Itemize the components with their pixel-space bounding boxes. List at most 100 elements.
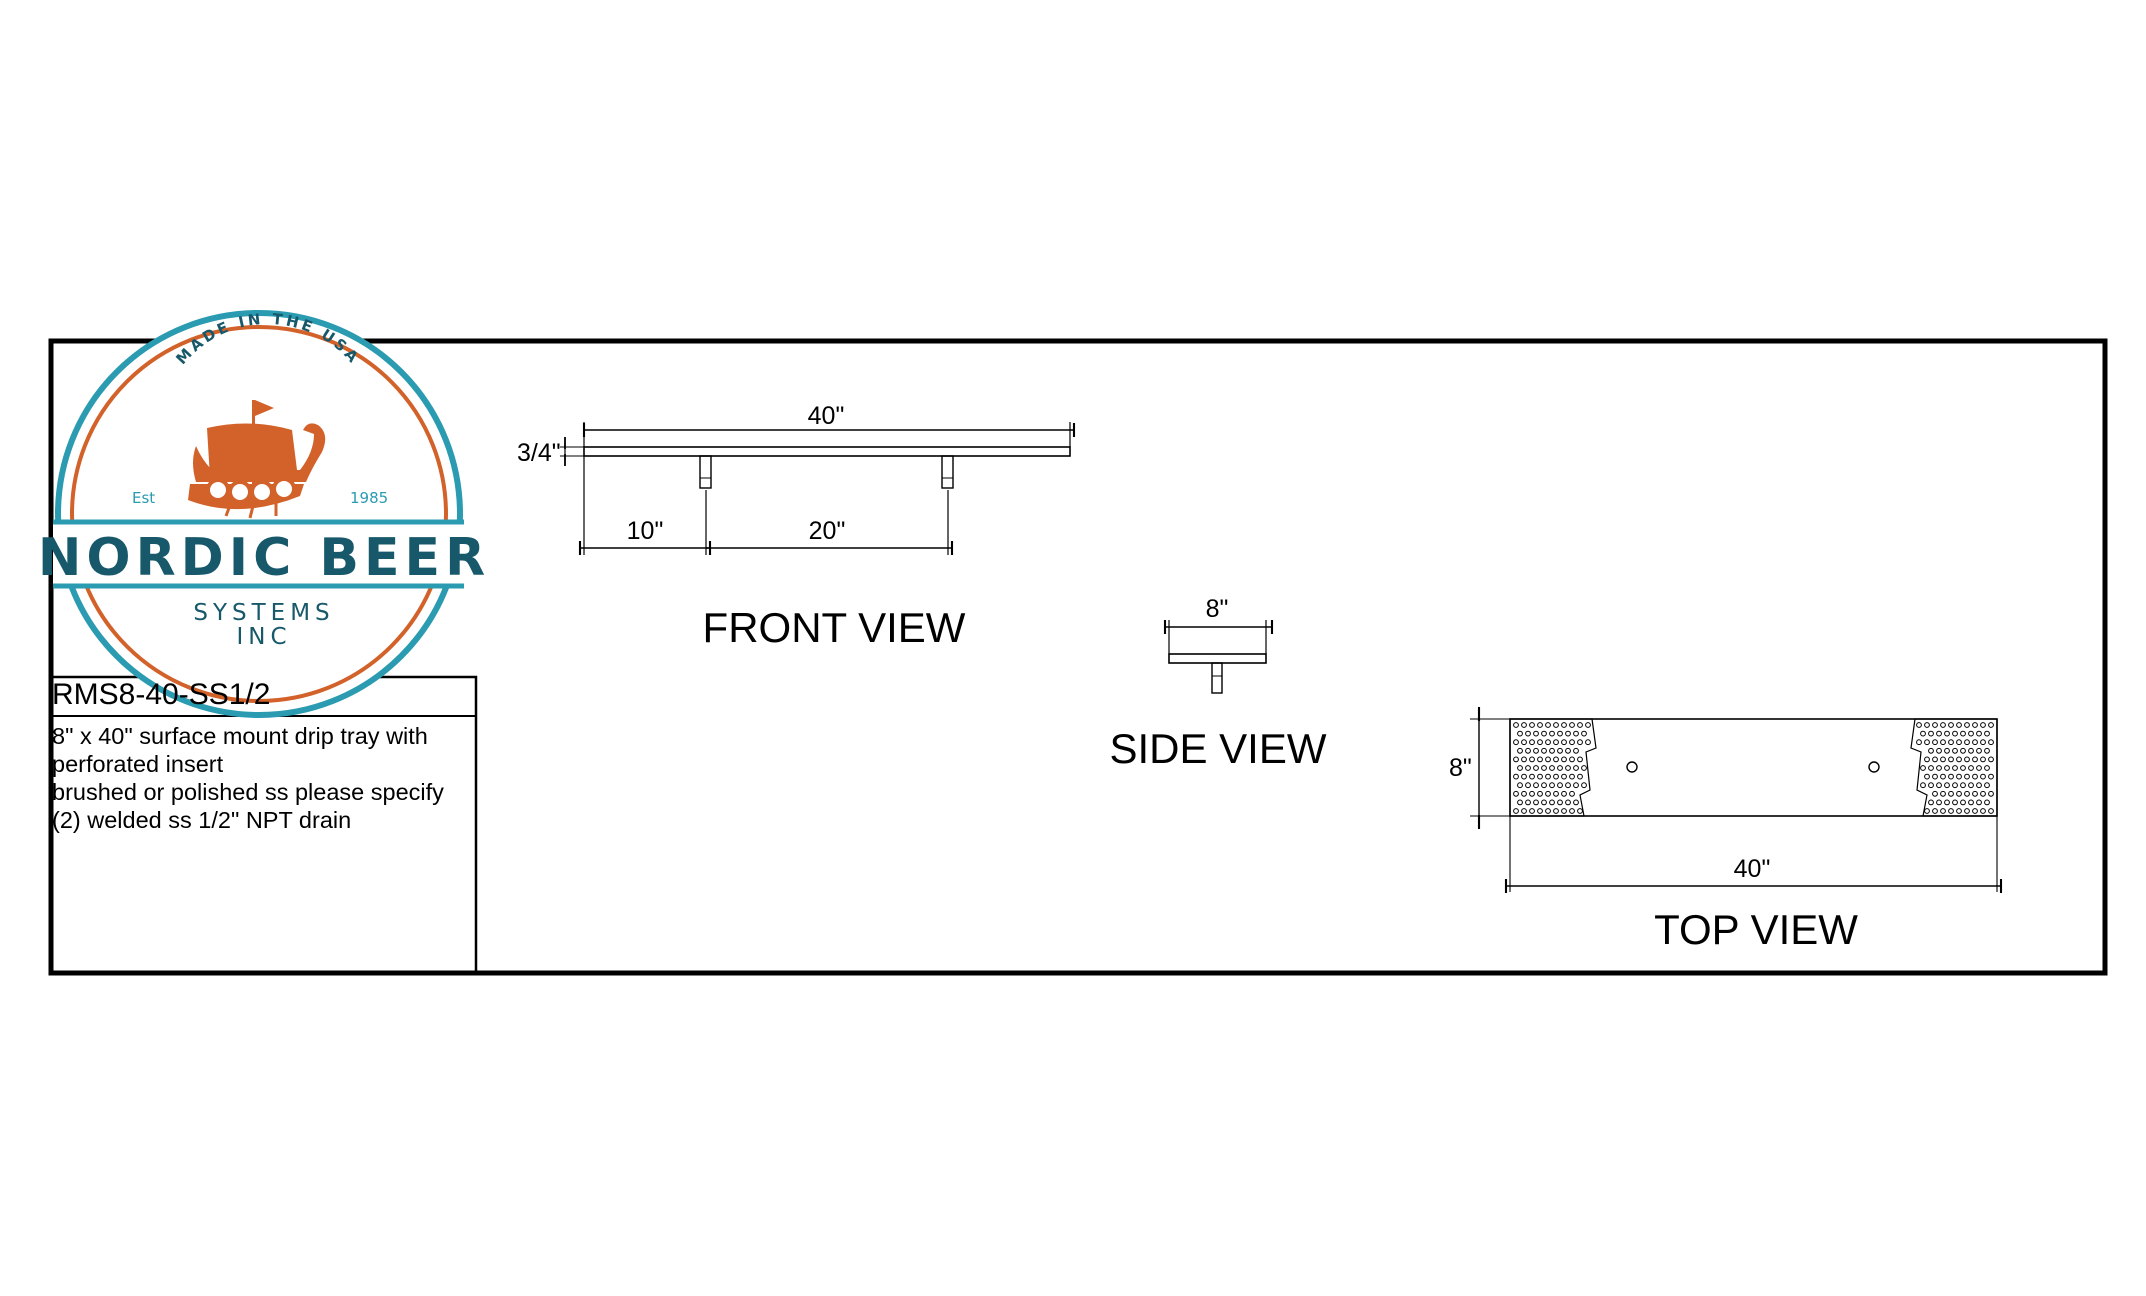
- perforation-hole: [1565, 799, 1571, 806]
- perforation-hole: [1988, 756, 1994, 763]
- perforation-hole: [1549, 730, 1555, 737]
- perforation-hole: [1940, 722, 1946, 728]
- perforation-hole: [1557, 730, 1563, 737]
- perforation-hole: [1577, 773, 1583, 780]
- perforation-hole: [1932, 773, 1938, 780]
- perforation-hole: [1944, 782, 1950, 789]
- description-line-3: brushed or polished ss please specify: [52, 779, 444, 805]
- perforation-hole: [1513, 790, 1519, 797]
- perforation-hole: [1561, 808, 1567, 814]
- perforation-hole: [1537, 790, 1543, 797]
- perforation-hole: [1545, 756, 1551, 763]
- perforation-hole: [1960, 799, 1966, 806]
- perforation-hole: [1920, 782, 1926, 789]
- perforation-hole: [1960, 747, 1966, 754]
- perforation-hole: [1984, 765, 1990, 771]
- perforation-hole: [1537, 773, 1543, 780]
- perforation-hole: [1585, 722, 1591, 728]
- front-drain-left: [699, 455, 712, 489]
- perforation-hole: [1573, 782, 1579, 789]
- perforation-hole: [1924, 722, 1930, 728]
- perforation-hole: [1944, 730, 1950, 737]
- perforation-hole: [1529, 790, 1535, 797]
- front-drain-right: [941, 455, 954, 489]
- perforation-hole: [1952, 747, 1958, 754]
- perforation-hole: [1976, 765, 1982, 771]
- logo-banner: [53, 522, 464, 587]
- perforation-hole: [1920, 765, 1926, 771]
- perforation-hole: [1988, 790, 1994, 797]
- perforation-hole: [1936, 765, 1942, 771]
- front-dim-length: 40": [808, 402, 845, 430]
- perforation-hole: [1952, 782, 1958, 789]
- perforation-hole: [1549, 747, 1555, 754]
- perforation-hole: [1928, 730, 1934, 737]
- perforation-hole: [1517, 799, 1523, 806]
- perforation-hole: [1988, 773, 1994, 780]
- perforation-hole: [1984, 730, 1990, 737]
- perforation-hole: [1924, 773, 1930, 780]
- perforation-hole: [1988, 739, 1994, 746]
- perforation-hole: [1537, 722, 1543, 728]
- perforation-hole: [1577, 722, 1583, 728]
- perforation-hole: [1980, 739, 1986, 746]
- perforation-hole: [1569, 739, 1575, 746]
- perforation-hole: [1517, 765, 1523, 771]
- perforation-hole: [1533, 730, 1539, 737]
- perforation-hole: [1537, 756, 1543, 763]
- perforation-hole: [1553, 808, 1559, 814]
- perforation-hole: [1541, 765, 1547, 771]
- perforation-hole: [1940, 790, 1946, 797]
- perforation-hole: [1533, 782, 1539, 789]
- perforation-hole: [1521, 790, 1527, 797]
- top-drain-right: [1868, 761, 1880, 773]
- perforation-hole: [1988, 722, 1994, 728]
- perforation-hole: [1561, 722, 1567, 728]
- perforation-hole: [1936, 799, 1942, 806]
- perforation-hole: [1569, 808, 1575, 814]
- part-description: 8" x 40" surface mount drip tray with pe…: [52, 722, 476, 834]
- perforation-hole: [1561, 739, 1567, 746]
- perforation-hole: [1920, 730, 1926, 737]
- perforation-hole: [1944, 765, 1950, 771]
- perforation-hole: [1928, 799, 1934, 806]
- perforation-hole: [1948, 739, 1954, 746]
- perforation-hole: [1976, 730, 1982, 737]
- perforation-hole: [1980, 808, 1986, 814]
- perforation-hole: [1964, 790, 1970, 797]
- perforation-hole: [1577, 739, 1583, 746]
- perforation-hole: [1924, 756, 1930, 763]
- perforation-hole: [1557, 782, 1563, 789]
- perforation-hole: [1976, 747, 1982, 754]
- perforation-hole: [1521, 773, 1527, 780]
- perforation-hole: [1984, 747, 1990, 754]
- perforation-hole: [1569, 773, 1575, 780]
- perforation-left: [1513, 722, 1591, 814]
- perforation-hole: [1976, 782, 1982, 789]
- perforation-hole: [1513, 722, 1519, 728]
- perforation-hole: [1984, 782, 1990, 789]
- perforation-hole: [1533, 799, 1539, 806]
- perforation-hole: [1936, 782, 1942, 789]
- perforation-hole: [1573, 799, 1579, 806]
- perforation-hole: [1924, 808, 1930, 814]
- description-line-4: (2) welded ss 1/2" NPT drain: [52, 807, 352, 833]
- side-dim-width: 8": [1206, 595, 1229, 623]
- side-tray-body: [1168, 653, 1267, 664]
- perforation-hole: [1956, 790, 1962, 797]
- perforation-hole: [1924, 739, 1930, 746]
- perforation-hole: [1952, 799, 1958, 806]
- perforation-hole: [1525, 799, 1531, 806]
- perforation-hole: [1581, 765, 1587, 771]
- perforation-hole: [1565, 782, 1571, 789]
- perforation-hole: [1561, 756, 1567, 763]
- front-dim-drain-spacing: 20": [809, 517, 846, 545]
- perforation-hole: [1944, 747, 1950, 754]
- perforation-hole: [1980, 756, 1986, 763]
- top-tray-outline: [1509, 718, 1998, 817]
- front-view-label: FRONT VIEW: [703, 604, 966, 651]
- perforation-right: [1916, 722, 1994, 814]
- perforation-hole: [1581, 730, 1587, 737]
- top-view: [1470, 707, 2003, 893]
- perforation-hole: [1940, 773, 1946, 780]
